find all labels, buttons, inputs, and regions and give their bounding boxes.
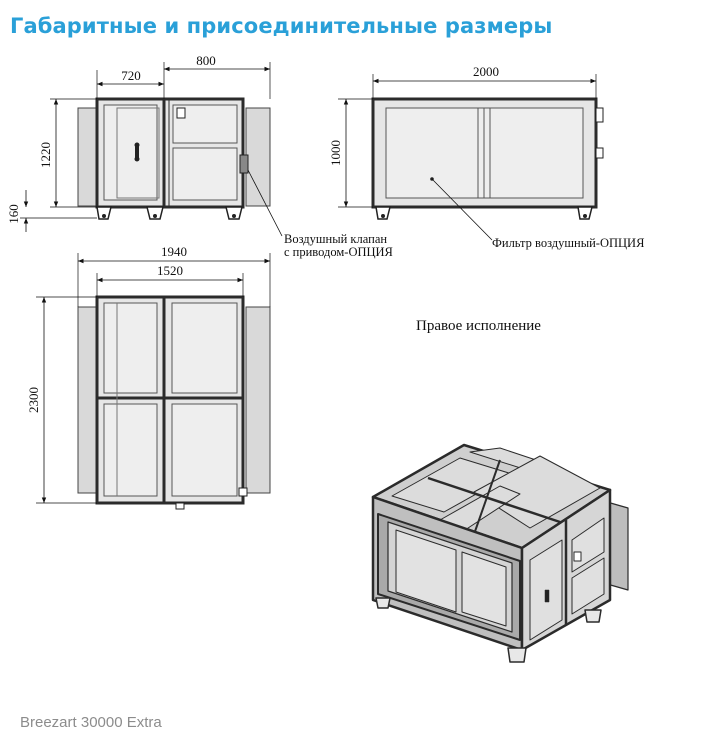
product-name: Breezart 30000 Extra xyxy=(20,714,162,731)
dim-2300: 2300 xyxy=(26,387,41,413)
side-view: 2000 1000 Фильтр воздушный-ОПЦИЯ xyxy=(328,64,644,250)
dim-800: 800 xyxy=(196,53,216,68)
door-handle-icon xyxy=(135,146,139,158)
front-view: 720 800 1220 160 Воздушный клапан с прив… xyxy=(6,53,393,259)
dim-1220: 1220 xyxy=(38,142,53,168)
iso-door-handle-icon xyxy=(544,589,550,603)
damper-label-line1: Воздушный клапан xyxy=(284,232,387,246)
plan-view: 1940 1520 2300 xyxy=(26,244,271,510)
isometric-view xyxy=(371,443,629,663)
damper-label-line2: с приводом-ОПЦИЯ xyxy=(284,245,393,259)
filter-label: Фильтр воздушный-ОПЦИЯ xyxy=(492,236,644,250)
page-title: Габаритные и присоединительные размеры xyxy=(10,14,553,38)
dim-1940: 1940 xyxy=(161,244,187,259)
dim-160: 160 xyxy=(6,204,21,224)
dim-1000: 1000 xyxy=(328,140,343,166)
dim-1520: 1520 xyxy=(157,263,183,278)
dim-2000: 2000 xyxy=(473,64,499,79)
dim-720: 720 xyxy=(121,68,141,83)
right-version-label: Правое исполнение xyxy=(416,318,541,334)
